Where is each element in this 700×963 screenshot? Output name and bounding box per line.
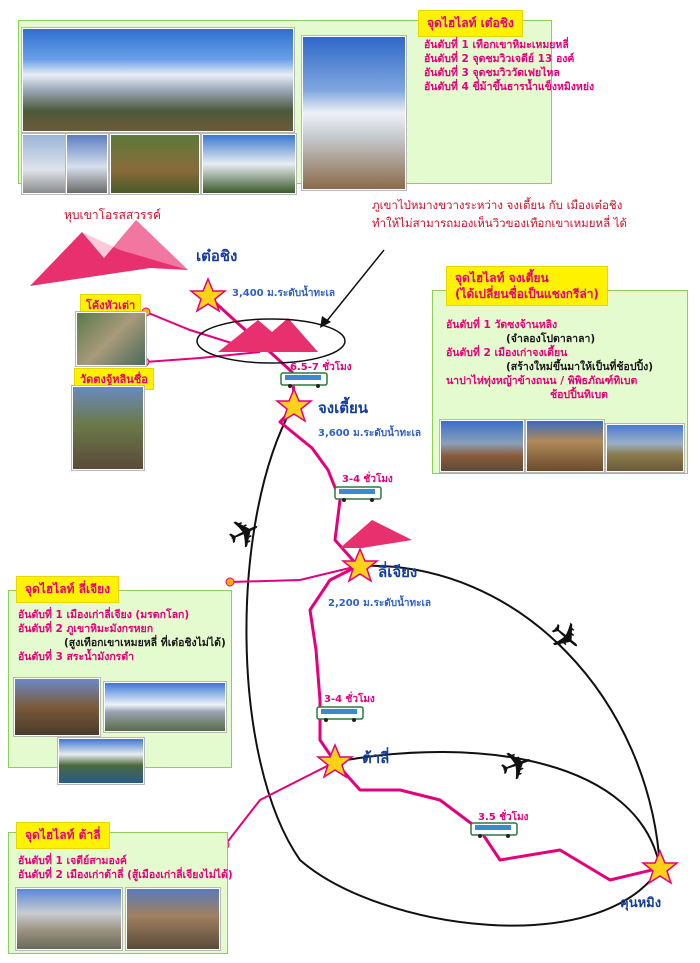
photo-valley-village (72, 386, 144, 470)
connector-songzanlin (144, 351, 261, 363)
bus-icon (280, 372, 328, 388)
rank-item: อันดับที่ 1 เจดีย์สามองค์ (18, 855, 127, 867)
rank-item: อันดับที่ 1 วัดซงจ้านหลิง (446, 319, 558, 331)
rank-subnote: (สูงเทือกเขาเหมยหลี่ ที่เต๋อชิงไม่ได้) (64, 637, 226, 649)
rank-item: อันดับที่ 4 ขี่ม้าขึ้นธารน้ำแข็งหมิงหย่ง (424, 81, 595, 93)
mountain-caption: หุบเขาโอรสสวรรค์ (64, 208, 161, 222)
highlight-title-zhongdian: จุดไฮไลท์ จงเตี้ยน (ได้เปลี่ยนชื่อเป็นแช… (446, 266, 608, 306)
range-highlight-ellipse (196, 318, 346, 364)
photo-napa-grassland (606, 424, 684, 472)
rank-item: อันดับที่ 3 สระน้ำมังกรดำ (18, 651, 135, 663)
photo-glacier (66, 134, 108, 194)
title-line: (ได้เปลี่ยนชื่อเป็นแชงกรีล่า) (455, 287, 599, 301)
lijiang-rank-list: อันดับที่ 1 เมืองเก่าลี่เจียง (มรดกโลก) … (18, 608, 226, 664)
photo-jade-dragon-mountain (104, 682, 226, 732)
rank-item: อันดับที่ 1 เมืองเก่าลี่เจียง (มรดกโลก) (18, 609, 190, 621)
photo-dali-old-town (126, 888, 220, 950)
flight-path-zhongdian-kunming (245, 407, 661, 927)
photo-stupa-glacier (302, 36, 406, 190)
city-label-deqin: เต๋อชิง (196, 247, 238, 265)
altitude-deqin: 3,400 ม.ระดับน้ำทะเล (232, 288, 336, 299)
photo-songzanlin-monastery (440, 420, 524, 472)
duration-lijiang-dali: 3-4 ชั่วโมง (324, 694, 375, 705)
photo-pagoda-white (22, 134, 66, 194)
rank-subnote: (จำลองโปตาลาลา) (506, 333, 596, 345)
rank-item: อันดับที่ 2 เมืองเก่าจงเตี้ยน (446, 347, 568, 359)
rank-item: อันดับที่ 1 เทือกเขาหิมะเหมยหลี่ (424, 39, 569, 51)
photo-three-pagodas (16, 888, 122, 950)
range-note-line: ภูเขาไป่หมางขวางระหว่าง จงเตี้ยน กับ เมื… (372, 198, 623, 212)
range-pointer-line (325, 249, 385, 323)
duration-dali-kunming: 3.5 ชั่วโมง (478, 812, 529, 823)
star-deqin (188, 277, 228, 313)
range-note: ภูเขาไป่หมางขวางระหว่าง จงเตี้ยน กับ เมื… (372, 196, 627, 232)
mountain-icon (340, 520, 412, 548)
photo-black-dragon-pool (58, 738, 144, 784)
rank-item: อันดับที่ 3 จุดชมวิววัดเฟยไหล (424, 67, 560, 79)
rank-item: นาปาไห่ทุ่งหญ้าข้างถนน / พิพิธภัณฑ์ทิเบต (446, 375, 638, 387)
zhongdian-rank-list: อันดับที่ 1 วัดซงจ้านหลิง (จำลองโปตาลาลา… (446, 318, 653, 402)
mountain-icon (82, 220, 188, 270)
rank-item: ช้อปปิ้นทิเบต (550, 389, 608, 401)
flight-path-dali-kunming (334, 750, 661, 869)
altitude-lijiang: 2,200 ม.ระดับน้ำทะเล (328, 598, 432, 609)
city-label-lijiang: ลี่เจียง (378, 563, 418, 581)
highlight-title-lijiang: จุดไฮไลท์ ลี่เจียง (16, 576, 120, 603)
city-label-kunming: คุนหมิง (620, 896, 662, 911)
duration-zhongdian-lijiang: 3-4 ชั่วโมง (342, 474, 393, 485)
connector-dali (224, 761, 336, 846)
star-zhongdian (274, 387, 314, 423)
photo-meili-snow-mountain (22, 28, 294, 132)
rank-subnote: (สร้างใหม่ขึ้นมาให้เป็นที่ช้อปปิ้ง) (506, 361, 654, 373)
star-dali (315, 743, 355, 779)
connector-dot (225, 577, 235, 587)
photo-horse-trail (110, 134, 200, 194)
bus-icon (470, 822, 518, 838)
photo-lijiang-old-town (14, 678, 100, 736)
rank-item: อันดับที่ 2 ภูเขาหิมะมังกรหยก (18, 623, 154, 635)
label-songzanlin: วัดตงจู้หลินชื่อ (74, 368, 154, 390)
rank-item: อันดับที่ 2 จุดชมวิวเจดีย์ 13 องค์ (424, 53, 575, 65)
duration-deqin-zhongdian: 6.5-7 ชั่วโมง (290, 362, 352, 373)
flight-path-lijiang-kunming (359, 564, 661, 869)
bus-icon (334, 486, 382, 502)
deqin-rank-list: อันดับที่ 1 เทือกเขาหิมะเหมยหลี่ อันดับท… (424, 38, 594, 94)
altitude-zhongdian: 3,600 ม.ระดับน้ำทะเล (318, 428, 422, 439)
title-line: จุดไฮไลท์ จงเตี้ยน (455, 271, 549, 285)
range-note-line: ทำให้ไม่สามารถมองเห็นวิวของเทือกเขาเหมยห… (372, 216, 628, 230)
photo-old-town-street (526, 420, 604, 472)
city-label-dali: ต้าลี่ (362, 749, 390, 767)
city-label-zhongdian: จงเตี้ยน (318, 399, 369, 417)
highlight-title-deqin: จุดไฮไลท์ เต๋อชิง (418, 10, 523, 37)
photo-tiger-gorge (76, 312, 146, 366)
bus-icon (316, 706, 364, 722)
mountain-range-icon (218, 318, 318, 352)
star-lijiang (340, 547, 380, 583)
star-kunming (640, 849, 680, 885)
dali-rank-list: อันดับที่ 1 เจดีย์สามองค์ อันดับที่ 2 เม… (18, 854, 233, 882)
highlight-title-dali: จุดไฮไลท์ ต้าลี่ (16, 822, 110, 849)
rank-item: อันดับที่ 2 เมืองเก่าต้าลี่ (สู้เมืองเก่… (18, 869, 233, 881)
photo-snow-peaks (202, 134, 296, 194)
connector-lijiang (229, 565, 359, 583)
